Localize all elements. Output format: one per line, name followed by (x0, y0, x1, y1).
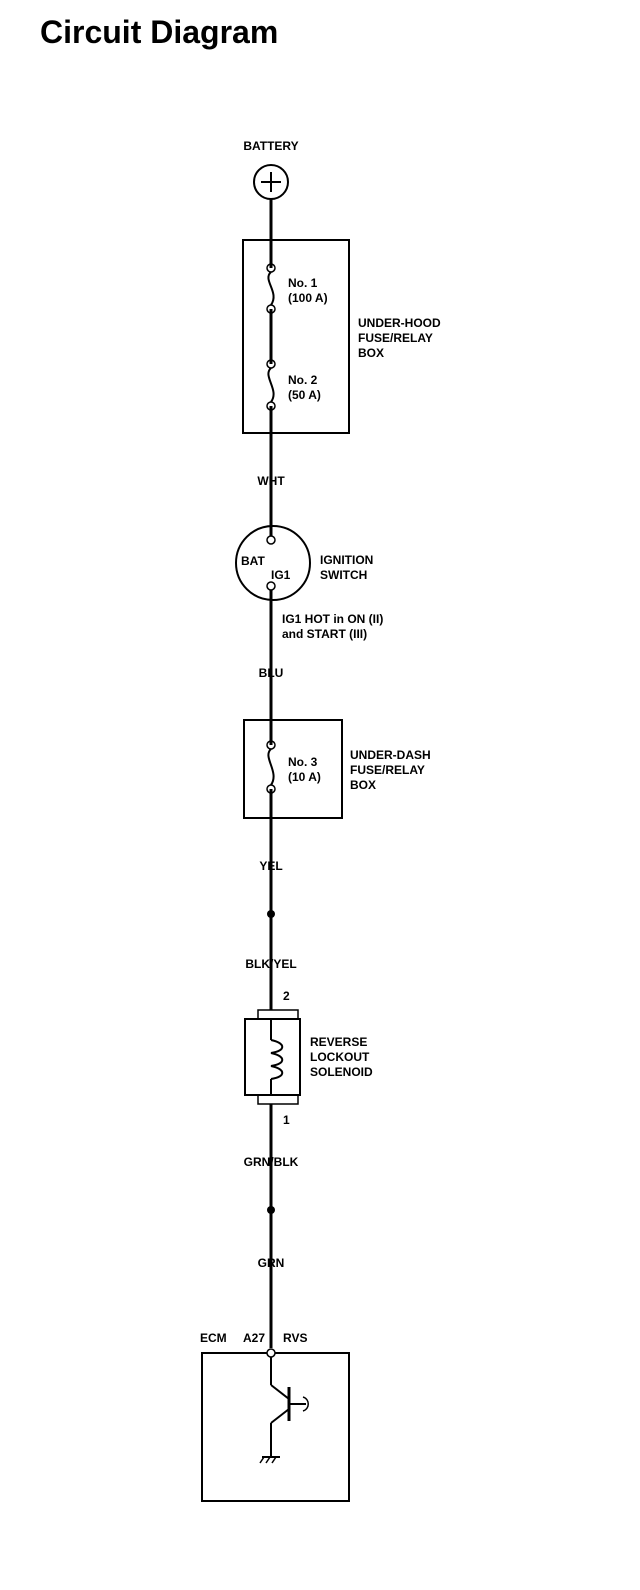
solenoid-connector-bottom (257, 1094, 299, 1105)
ecm-label: ECM (200, 1331, 227, 1345)
solenoid-label-3: SOLENOID (310, 1065, 373, 1079)
junction-point-icon (267, 1206, 275, 1214)
fuse-no2-rating: (50 A) (288, 388, 321, 402)
ignition-note-1: IG1 HOT in ON (II) (282, 612, 383, 626)
underdash-box-label-1: UNDER-DASH (350, 748, 431, 762)
wire-label-blk-yel: BLK/YEL (245, 957, 296, 971)
fuse-no3-name: No. 3 (288, 755, 318, 769)
solenoid-coil-icon (270, 1039, 284, 1080)
underhood-box-label-3: BOX (358, 346, 384, 360)
ignition-ig1-terminal-icon (266, 581, 276, 591)
ignition-switch-symbol (235, 525, 311, 601)
ignition-bat-label: BAT (241, 554, 265, 568)
wire-label-wht: WHT (257, 474, 285, 488)
solenoid-label-2: LOCKOUT (310, 1050, 370, 1064)
solenoid-pin-2: 2 (283, 989, 290, 1003)
battery-label: BATTERY (243, 139, 298, 153)
wire-label-grn: GRN (258, 1256, 285, 1270)
page-title: Circuit Diagram (40, 14, 279, 50)
ecm-pin-label: A27 (243, 1331, 265, 1345)
wire-label-grn-blk: GRN/BLK (244, 1155, 299, 1169)
fuse-no1-rating: (100 A) (288, 291, 328, 305)
fuse-no1-icon (267, 271, 275, 306)
ignition-switch-label-1: IGNITION (320, 553, 373, 567)
junction-point-icon (267, 910, 275, 918)
ignition-switch-label-2: SWITCH (320, 568, 367, 582)
ignition-bat-terminal-icon (266, 535, 276, 545)
ignition-ig1-label: IG1 (271, 568, 291, 582)
underdash-box-label-3: BOX (350, 778, 376, 792)
fuse-no2-icon (267, 367, 275, 403)
fuse-no3-rating: (10 A) (288, 770, 321, 784)
fuse-no3-icon (267, 748, 275, 786)
reverse-lockout-solenoid (244, 1018, 301, 1096)
fuse-no1-name: No. 1 (288, 276, 318, 290)
ignition-note-2: and START (III) (282, 627, 367, 641)
solenoid-pin-1: 1 (283, 1113, 290, 1127)
underdash-fuse-box (243, 719, 343, 819)
ground-icon (259, 1456, 280, 1464)
underhood-box-label-2: FUSE/RELAY (358, 331, 433, 345)
solenoid-connector-top (257, 1009, 299, 1020)
ecm-signal-label: RVS (283, 1331, 307, 1345)
wire-label-yel: YEL (259, 859, 282, 873)
fuse-no2-name: No. 2 (288, 373, 318, 387)
underdash-box-label-2: FUSE/RELAY (350, 763, 425, 777)
ecm-pin-a27-icon (266, 1348, 276, 1358)
underhood-fuse-box (242, 239, 350, 434)
solenoid-label-1: REVERSE (310, 1035, 367, 1049)
transistor-icon (270, 1384, 309, 1424)
underhood-box-label-1: UNDER-HOOD (358, 316, 441, 330)
ecm-box (201, 1352, 350, 1502)
wire-label-blu: BLU (259, 666, 284, 680)
